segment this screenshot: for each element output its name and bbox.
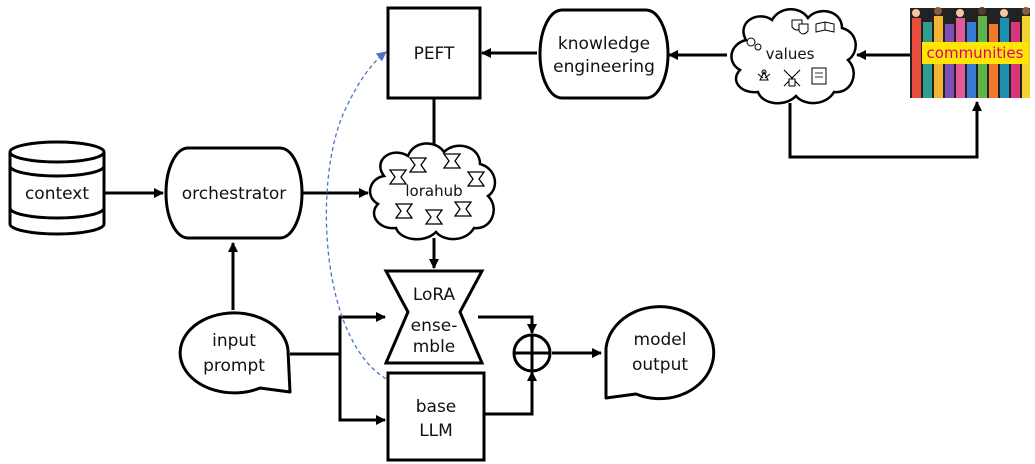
lorahub-cloud: lorahub [368,142,497,241]
values-cloud: values [730,8,857,105]
arrow-values-communities [788,101,982,159]
base-llm-line1: base [416,397,457,417]
ensemble-label-line2: mble [413,337,456,357]
model-output-line1: model [634,330,687,350]
orchestrator-label: orchestrator [182,184,287,204]
model-output-bubble: model output [604,305,716,401]
communities-label: communities [927,44,1024,62]
scroll-icon [811,67,827,85]
arrow-input-base [338,354,386,425]
lora-ensemble-node: LoRA ense- mble [383,269,485,365]
communities-label-bg [922,42,1028,64]
communities-image: communities [910,7,1030,98]
context-label: context [25,184,89,204]
dashed-link-base-peft [325,51,393,383]
lora-label: LoRA [413,285,456,305]
sum-operator [512,333,552,373]
ensemble-label-line1: ense- [411,316,458,336]
peft-label: PEFT [414,44,455,64]
knowledge-engineering-node: knowledge engineering [538,8,670,100]
knowledge-label-line1: knowledge [558,34,650,54]
arrow-base-sum [484,371,537,416]
connectors [104,48,982,425]
book-icon [815,21,835,33]
values-label: values [766,45,815,63]
gears-icon [746,37,762,51]
knowledge-label-line2: engineering [553,57,655,77]
angel-icon [757,69,771,81]
context-database: context [8,140,106,236]
input-prompt-line2: prompt [203,356,265,376]
lorahub-label: lorahub [405,182,462,200]
orchestrator-node: orchestrator [164,146,304,240]
base-llm-line2: LLM [419,421,453,441]
input-prompt-line1: input [212,331,256,351]
arrow-input-lora [338,312,386,354]
input-prompt-bubble: input prompt [178,311,292,395]
model-output-line2: output [632,355,688,375]
tools-icon [783,69,801,87]
mask-icon [791,19,809,35]
base-llm-node: base LLM [386,371,486,462]
arrow-lora-sum [478,315,537,334]
peft-node: PEFT [386,6,482,100]
